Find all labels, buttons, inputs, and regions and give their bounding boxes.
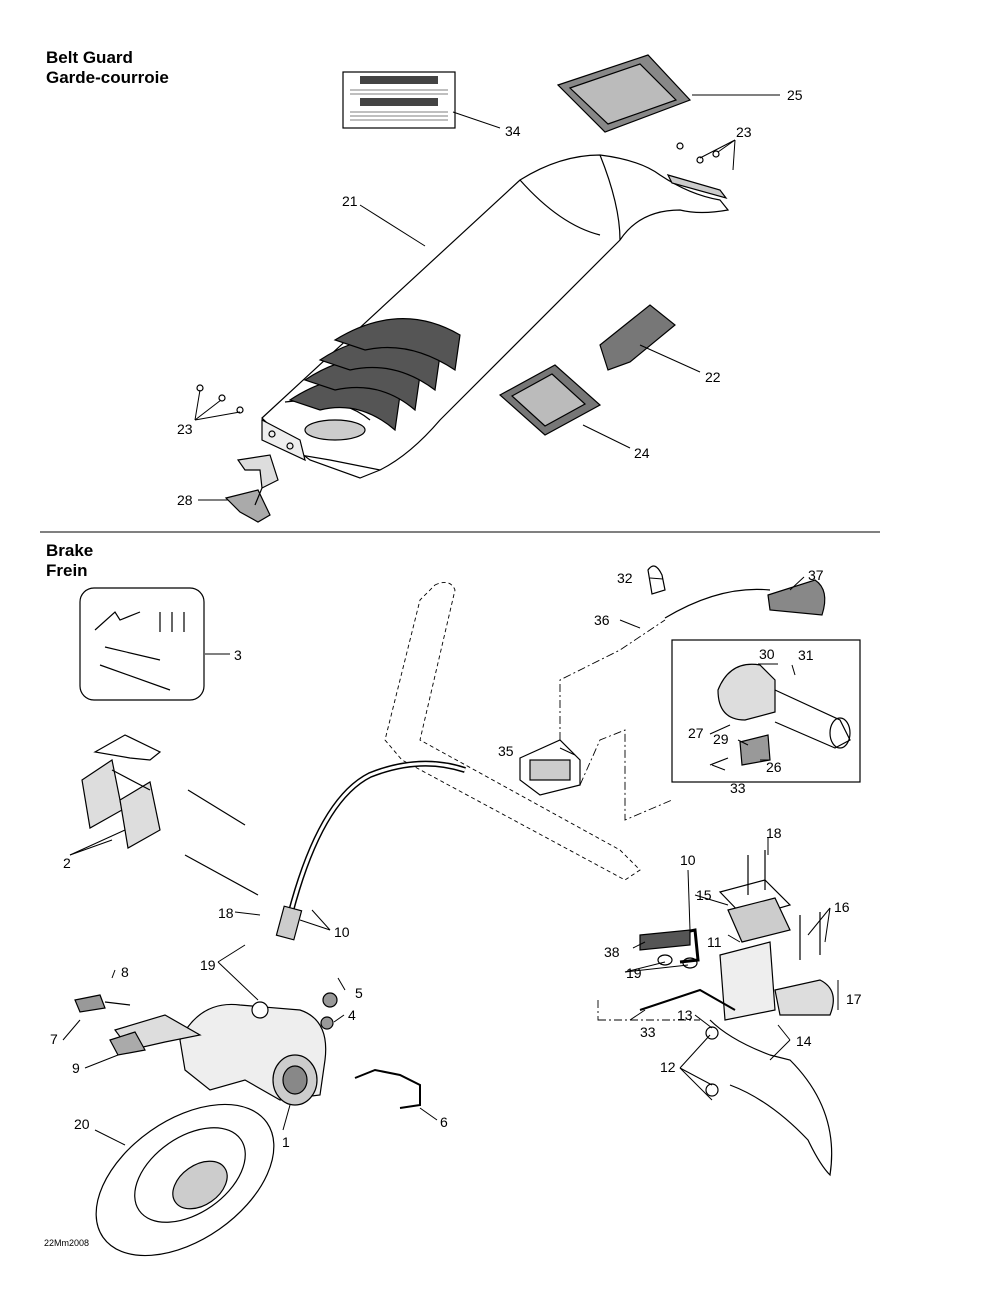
callout-19-right: 19 [626, 965, 642, 981]
callout-3: 3 [234, 647, 242, 663]
callout-26: 26 [766, 759, 782, 775]
decal-22 [599, 304, 676, 371]
callout-32: 32 [617, 570, 633, 586]
callout-10-left: 10 [334, 924, 350, 940]
caliper-1 [74, 992, 421, 1109]
callout-28: 28 [177, 492, 193, 508]
callout-1: 1 [282, 1134, 290, 1150]
wire-harness [559, 619, 673, 821]
connector-35 [519, 739, 581, 796]
callout-15: 15 [696, 887, 712, 903]
callout-30: 30 [759, 646, 775, 662]
callout-5: 5 [355, 985, 363, 1001]
belt-guard-leaders [194, 94, 780, 501]
callout-29: 29 [713, 731, 729, 747]
callout-38: 38 [604, 944, 620, 960]
callout-18-left: 18 [218, 905, 234, 921]
callout-18-right: 18 [766, 825, 782, 841]
callout-11: 11 [707, 934, 722, 950]
callout-27: 27 [688, 725, 704, 741]
belt-guard-title-en: Belt Guard [46, 48, 133, 67]
callout-6: 6 [440, 1114, 448, 1130]
callout-14: 14 [796, 1033, 812, 1049]
callout-22: 22 [705, 369, 721, 385]
belt-guard-bracket-28 [224, 454, 279, 523]
handlebar [384, 581, 641, 881]
brake-title-en: Brake [46, 541, 94, 560]
callout-7: 7 [50, 1031, 58, 1047]
brake-title: Brake Frein [46, 541, 93, 581]
callout-23-left: 23 [177, 421, 193, 437]
decal-24 [498, 364, 602, 436]
tool-kit-3 [79, 587, 205, 701]
belt-guard-title: Belt Guard Garde-courroie [46, 48, 169, 88]
callout-17: 17 [846, 991, 862, 1007]
fasteners-23 [196, 142, 728, 414]
brake-leaders [62, 576, 839, 1146]
dash-box [597, 1000, 700, 1021]
callout-9: 9 [72, 1060, 80, 1076]
callout-33-bottom: 33 [640, 1024, 656, 1040]
callout-4: 4 [348, 1007, 356, 1023]
callout-16: 16 [834, 899, 850, 915]
belt-guard-cover [261, 154, 730, 479]
callout-13: 13 [677, 1007, 693, 1023]
callouts: 21 22 23 23 24 25 28 34 1 2 3 4 5 6 7 8 … [50, 87, 862, 1150]
callout-19-left: 19 [200, 957, 216, 973]
callout-24: 24 [634, 445, 650, 461]
callout-37: 37 [808, 567, 824, 583]
belt-guard-title-fr: Garde-courroie [46, 68, 169, 87]
callout-20: 20 [74, 1116, 90, 1132]
callout-25: 25 [787, 87, 803, 103]
callout-8: 8 [121, 964, 129, 980]
callout-21: 21 [342, 193, 358, 209]
brake-title-fr: Frein [46, 561, 88, 580]
decal-25 [556, 54, 692, 133]
callout-33-box: 33 [730, 780, 746, 796]
drawing-code: 22Mm2008 [44, 1238, 90, 1248]
thumb-warmer-37 [647, 565, 826, 619]
callout-2: 2 [63, 855, 71, 871]
switch-housing-30 [671, 639, 861, 783]
brake-pads-2 [81, 734, 259, 896]
callout-10-right: 10 [680, 852, 696, 868]
callout-36: 36 [594, 612, 610, 628]
callout-31: 31 [798, 647, 814, 663]
master-cylinder [639, 850, 834, 1177]
callout-35: 35 [498, 743, 514, 759]
callout-12: 12 [660, 1059, 676, 1075]
label-34 [342, 71, 456, 129]
callout-34: 34 [505, 123, 521, 139]
brake-disc-20 [95, 1103, 275, 1257]
callout-23-top: 23 [736, 124, 752, 140]
